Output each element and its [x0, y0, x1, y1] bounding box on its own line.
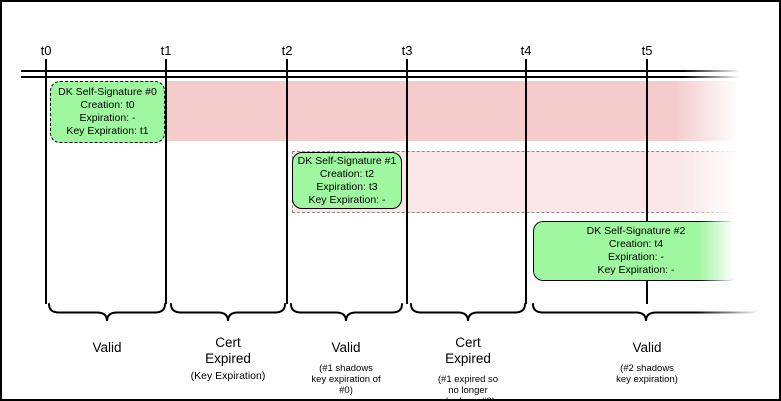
signature-creation: Creation: t4 [608, 238, 664, 250]
period-label: Cert Expired [445, 335, 491, 366]
signature-title: DK Self-Signature #2 [586, 225, 686, 237]
tick-line-t1 [165, 59, 167, 304]
signature-key-expiration: Key Expiration: - [308, 193, 386, 206]
expired-band [166, 81, 739, 141]
timeline-axis-lower [21, 76, 740, 78]
period-label: Valid [92, 340, 122, 355]
tick-label-t5: t5 [641, 43, 653, 58]
signature-creation: Creation: t0 [80, 99, 135, 111]
tick-label-t3: t3 [401, 43, 413, 58]
signature-key-expiration: Key Expiration: t1 [66, 125, 149, 137]
signature-box-1: DK Self-Signature #1 Creation: t2 Expira… [292, 152, 402, 209]
tick-label-t1: t1 [160, 43, 172, 58]
period-braces [48, 303, 760, 322]
signature-title: DK Self-Signature #0 [58, 86, 157, 98]
signature-box-2: DK Self-Signature #2 Creation: t4 Expira… [533, 221, 739, 281]
period-note: (Key Expiration) [190, 370, 266, 382]
signature-key-expiration: Key Expiration: - [597, 264, 675, 276]
period-2: Cert Expired (Key Expiration) [158, 335, 298, 382]
brace-period-5 [532, 303, 760, 322]
brace-period-2 [170, 303, 286, 322]
period-note: (#1 shadows key expiration of #0) [311, 363, 381, 396]
period-note: (#2 shadows key expiration) [616, 363, 678, 385]
signature-expiration: Expiration: - [79, 112, 136, 124]
brace-period-3 [290, 303, 403, 322]
tick-line-t2 [286, 59, 288, 304]
tick-line-t4 [525, 59, 527, 304]
tick-line-t3 [406, 59, 408, 304]
period-label: Valid [331, 340, 361, 355]
brace-period-4 [410, 303, 526, 322]
signature-box-0: DK Self-Signature #0 Creation: t0 Expira… [50, 81, 165, 143]
brace-period-1 [48, 303, 166, 322]
tick-label-t0: t0 [40, 43, 52, 58]
tick-label-t4: t4 [520, 43, 532, 58]
period-note: (#1 expired so no longer shadows #0) [437, 374, 499, 399]
period-3: Valid (#1 shadows key expiration of #0) [276, 335, 416, 396]
tick-line-t5 [646, 59, 648, 304]
tick-label-t2: t2 [281, 43, 293, 58]
signature-expiration: Expiration: t3 [316, 180, 378, 193]
timeline-axis-upper [21, 70, 740, 72]
signature-expiration: Expiration: - [607, 251, 665, 263]
period-label: Cert Expired [205, 335, 251, 366]
period-label: Valid [632, 340, 662, 355]
period-4: Cert Expired (#1 expired so no longer sh… [398, 335, 538, 399]
period-5: Valid (#2 shadows key expiration) [577, 335, 717, 385]
period-1: Valid [37, 335, 177, 363]
signature-creation: Creation: t2 [319, 167, 375, 180]
signature-title: DK Self-Signature #1 [297, 154, 397, 167]
tick-line-t0 [45, 59, 47, 304]
